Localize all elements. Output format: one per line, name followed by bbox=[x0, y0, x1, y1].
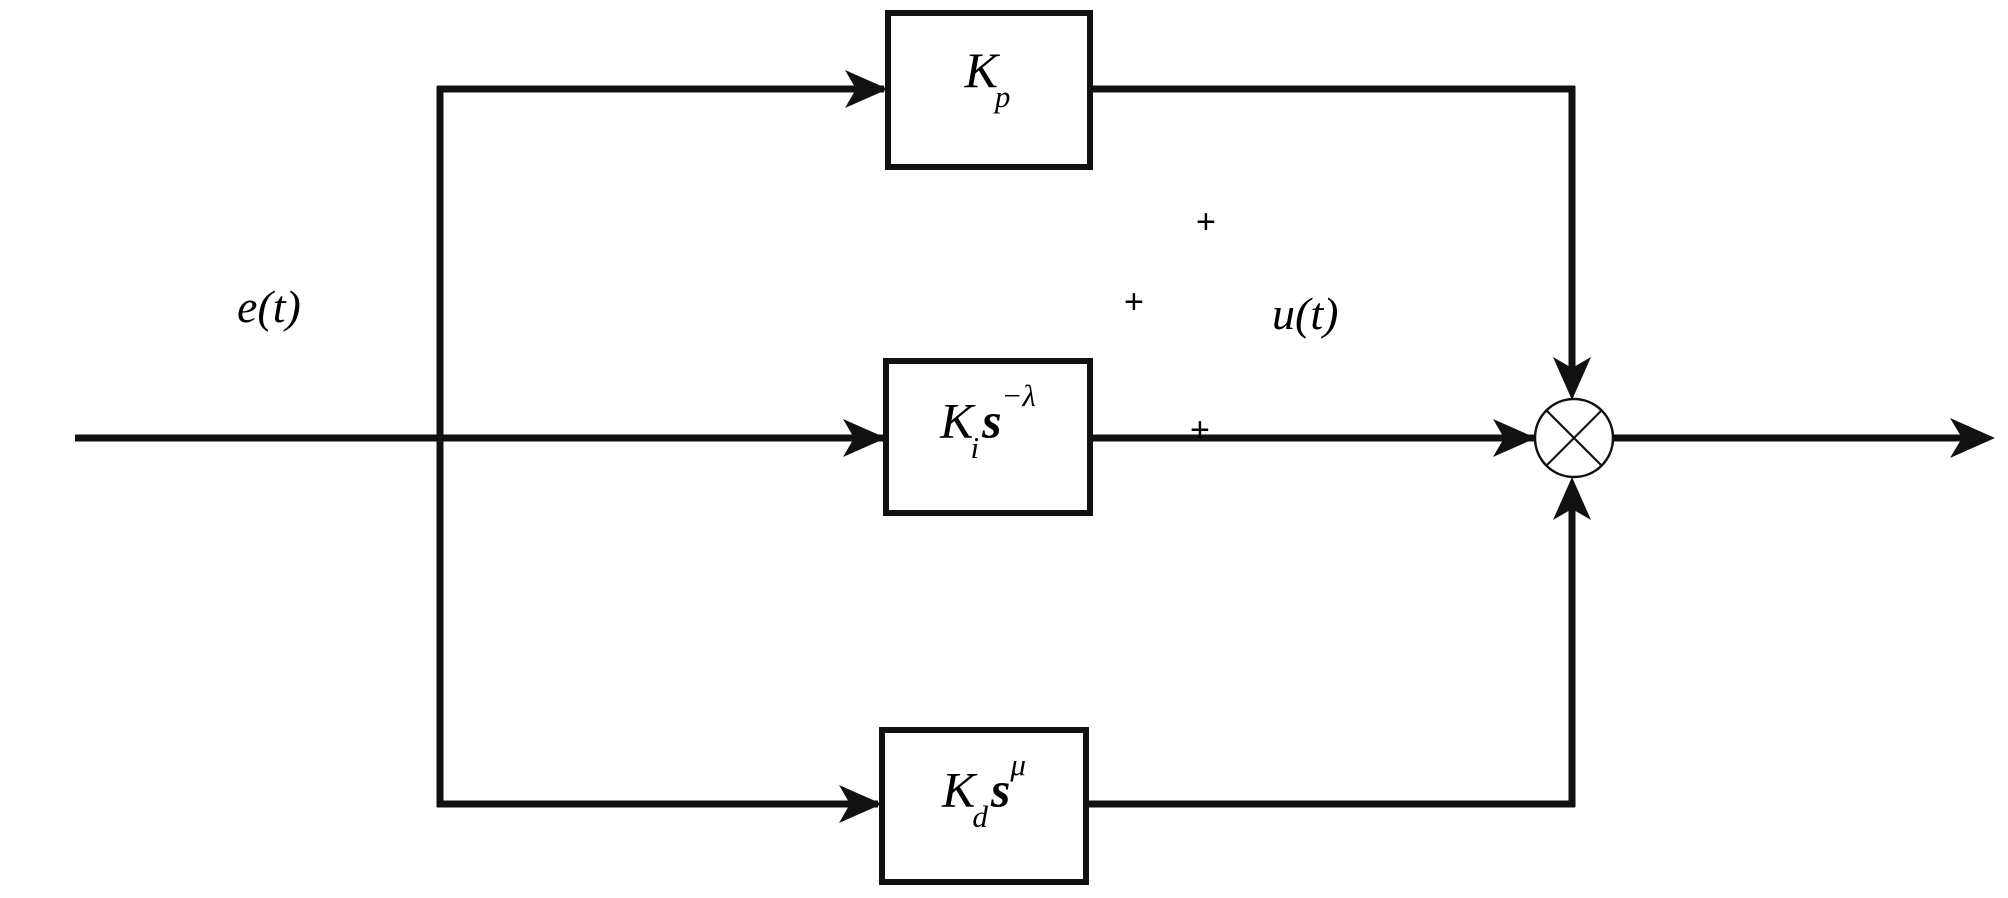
summing-junction-cross-line-2 bbox=[1545, 409, 1603, 467]
block-label-integral-subscript: i bbox=[970, 429, 980, 465]
arrowhead-into-sum-bottom bbox=[1553, 477, 1591, 520]
sum-sign-middle: + bbox=[1124, 283, 1144, 321]
block-label-derivative-exponent: μ bbox=[1010, 747, 1026, 782]
block-rect-integral[interactable] bbox=[883, 358, 1093, 516]
block-label-derivative-subscript: d bbox=[972, 798, 988, 834]
block-label-derivative: Kdsμ bbox=[882, 749, 1086, 832]
block-rect-derivative[interactable] bbox=[879, 727, 1089, 885]
arrowhead-into-sum-left bbox=[1493, 419, 1536, 457]
block-label-derivative-gain: K bbox=[942, 761, 976, 818]
arrowhead-into-kd bbox=[839, 785, 882, 823]
block-label-derivative-operator: s bbox=[990, 761, 1011, 818]
block-label-proportional: Kp bbox=[888, 42, 1090, 112]
block-label-integral-operator: s bbox=[982, 392, 1002, 449]
arrowhead-output-u bbox=[1950, 418, 1995, 458]
arrowhead-into-kp bbox=[845, 70, 888, 108]
block-label-integral: Kis−λ bbox=[886, 380, 1090, 463]
signal-label-output: u(t) bbox=[1272, 288, 1339, 339]
sum-sign-bottom: + bbox=[1190, 411, 1210, 449]
sum-sign-top: + bbox=[1196, 203, 1216, 241]
block-label-proportional-gain: K bbox=[964, 42, 998, 98]
signal-label-input: e(t) bbox=[237, 281, 301, 332]
arrowhead-into-sum-top bbox=[1553, 357, 1591, 400]
block-label-integral-exponent: −λ bbox=[1001, 378, 1036, 413]
block-rect-proportional[interactable] bbox=[885, 10, 1093, 170]
arrowhead-into-ki bbox=[843, 419, 886, 457]
block-label-proportional-subscript: p bbox=[994, 79, 1011, 114]
block-label-integral-gain: K bbox=[940, 392, 974, 449]
